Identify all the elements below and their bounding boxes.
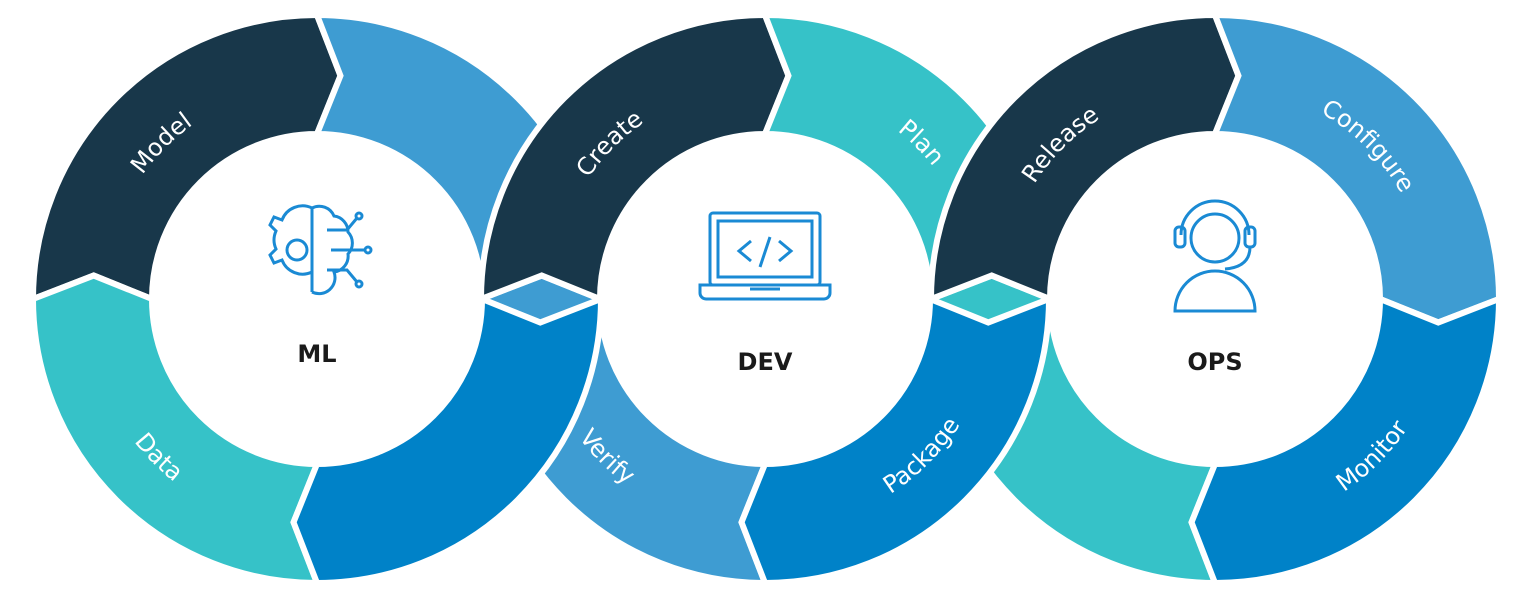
dev-title: DEV xyxy=(738,348,793,376)
ml-title: ML xyxy=(297,340,336,368)
headset-operator-icon xyxy=(1173,199,1257,313)
laptop-code-icon xyxy=(698,211,832,301)
ai-gear-brain-icon xyxy=(268,204,373,296)
ops-title: OPS xyxy=(1187,348,1242,376)
ml-center xyxy=(152,134,482,464)
ops-center xyxy=(1050,134,1380,464)
